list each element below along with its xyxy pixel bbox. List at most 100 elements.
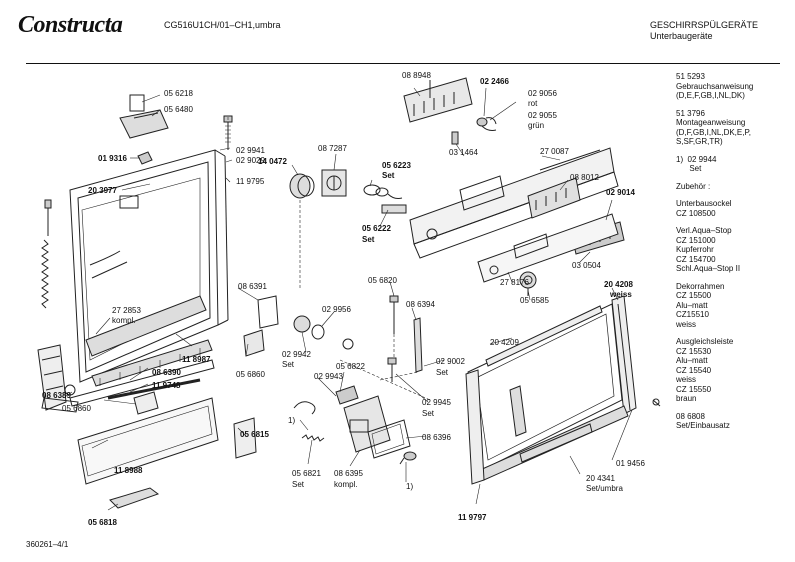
part-label: 02 9014 [606,188,635,197]
subcategory-title: Unterbaugeräte [650,31,713,41]
part-label: 05 6860 [62,404,91,413]
part-label: 11 9797 [458,513,487,522]
indicator-lamp [519,271,537,296]
sidebar-line: 51 5293 [676,72,705,81]
part-label: 02 9055 [528,111,557,120]
header-rule [26,63,780,64]
sidebar-line: Set/Einbausatz [676,421,730,430]
sidebar-line: Kupferrohr [676,245,714,254]
sidebar-line: 1) 02 9944 [676,154,717,164]
bracket-lower [109,487,160,509]
clip-bracket [133,391,159,415]
rod-bar [107,378,201,400]
front-rail [91,339,213,387]
door-inner-panel [69,149,229,383]
part-label: 05 6480 [164,105,193,114]
sidebar-line: 51 3796 [676,108,705,118]
sidebar-line: weiss [676,319,697,329]
part-label: 20 4341 [586,474,615,483]
part-label: 02 9002 [436,357,465,366]
part-label: 05 6820 [368,276,397,285]
trim-vertical [509,385,527,437]
part-label: 20 4208 [604,280,633,289]
terminal-strip-top [403,77,473,123]
part-label: 05 6822 [336,362,365,371]
part-label: 08 6396 [422,433,451,442]
hinge-left [37,344,79,413]
sidebar-line [676,101,753,109]
sidebar-line: Unterbausockel [676,199,732,208]
sidebar-line: (D,F,GB,I,NL,DK,E,P, [676,127,751,137]
part-label: 05 6818 [88,518,117,527]
part-label: 11 8987 [182,355,211,364]
part-label: 08 8012 [570,173,599,182]
part-label: 05 6585 [520,296,549,305]
sidebar-line [676,404,753,412]
part-label: 1) [406,482,414,491]
part-label: 08 6395 [334,469,363,478]
sidebar-line: CZ 15550 [676,384,712,394]
sidebar-line: Set [676,164,702,173]
sidebar-line: Schl.Aqua–Stop II [676,264,741,273]
part-label: 08 6389 [42,391,71,400]
sidebar-line [676,274,753,282]
part-label: Set/umbra [586,484,623,493]
sidebar-line: CZ 15500 [676,291,712,300]
frame-side-left [465,369,485,485]
sidebar-line: (D,E,F,GB,I,NL,DK) [676,91,745,100]
clip-small [137,151,153,165]
part-label: 05 6860 [236,370,265,379]
sidebar-line: Ausgleichsleiste [676,337,734,346]
sidebar-notes: 51 5293 Gebrauchsanweisung (D,E,F,GB,I,N… [676,72,753,431]
part-label: 08 8948 [402,71,431,80]
part-label: 05 6815 [240,430,269,439]
front-kick-panel [69,359,219,485]
part-label: 05 6218 [164,89,193,98]
sidebar-line: Alu–matt [676,300,708,310]
part-label: Set [382,171,395,180]
part-label: grün [528,121,545,130]
sidebar-line: CZ 154700 [676,254,716,264]
part-label: 02 9956 [322,305,351,314]
part-label: 08 6391 [238,282,267,291]
part-label: 02 9942 [282,350,311,359]
part-label: 02 2466 [480,77,509,86]
part-label: 03 1464 [449,148,478,157]
part-label: kompl. [334,480,358,489]
sidebar-line: CZ 108500 [676,208,716,218]
sidebar-line [676,191,753,199]
side-screw [652,398,661,407]
document-number: 360261–4/1 [26,540,69,549]
sidebar-line: Alu–matt [676,356,708,365]
sidebar-line: Dekorrahmen [676,281,725,291]
sidebar-line: CZ 15540 [676,365,712,375]
model-number: CG516U1CH/01–CH1,umbra [164,20,281,30]
sidebar-line: CZ 15530 [676,346,712,356]
door-lock [343,395,391,453]
part-label: 1) [288,416,296,425]
part-label: 01 9316 [98,154,127,163]
category-title: GESCHIRRSPÜLGERÄTE [650,20,759,30]
part-label: 08 6390 [152,368,181,377]
bracket-right-small [233,417,257,459]
nut-set [293,315,354,350]
control-panel-fascia [409,147,619,259]
frame-bottom [479,405,629,481]
sidebar-line: CZ 151000 [676,235,716,245]
latch-plate [335,385,359,405]
part-label: 27 8176 [500,278,529,287]
side-bracket-mid [243,295,279,357]
spring-small [301,434,325,442]
knob-cylinder [289,173,315,199]
part-label: 02 9941 [236,146,265,155]
rod-vertical [413,317,423,373]
frame-side-right [611,295,637,415]
part-label: 27 2853 [112,306,141,315]
part-label: 11 8988 [114,466,143,475]
timer-motor [321,169,347,197]
sidebar-line: CZ15510 [676,310,709,319]
part-label: Set [292,480,305,489]
part-label: 02 9029 [236,156,265,165]
part-label: 02 9945 [422,398,451,407]
